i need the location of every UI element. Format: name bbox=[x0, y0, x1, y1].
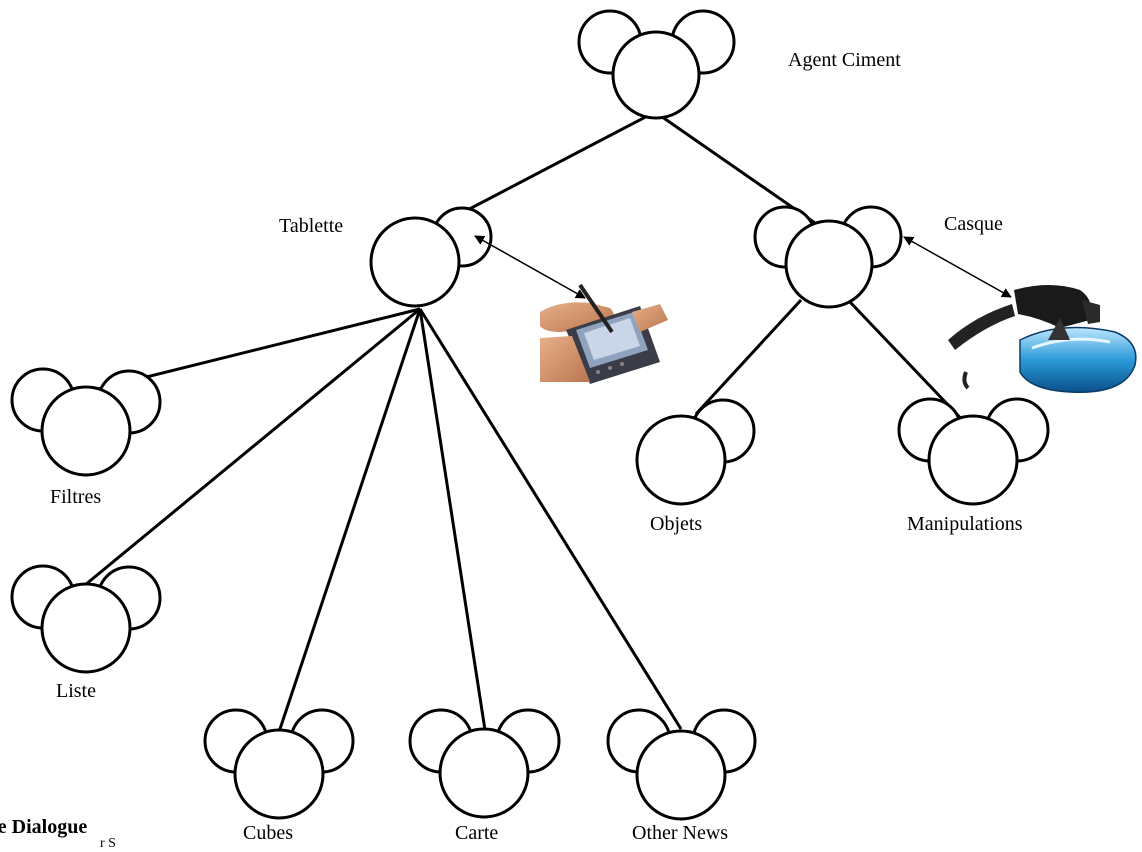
node-tablette bbox=[369, 206, 493, 308]
node-cubes bbox=[203, 708, 355, 820]
label-carte: Carte bbox=[455, 822, 499, 844]
arrow-tablette-device bbox=[474, 235, 586, 299]
label-liste: Liste bbox=[56, 680, 96, 702]
node-other-news bbox=[606, 708, 757, 821]
node-agent-ciment bbox=[577, 9, 736, 120]
node-filtres bbox=[10, 367, 162, 477]
arrow-casque-device bbox=[903, 236, 1012, 298]
node-carte bbox=[408, 708, 561, 819]
label-tablette: Tablette bbox=[279, 215, 344, 237]
edge-tablette-liste bbox=[84, 307, 421, 587]
edge-tablette-carte bbox=[418, 308, 487, 731]
node-objets bbox=[635, 398, 756, 506]
node-manipulations bbox=[897, 397, 1050, 506]
label-objets: Objets bbox=[650, 513, 703, 535]
label-casque: Casque bbox=[944, 213, 1003, 235]
node-liste bbox=[10, 564, 162, 674]
label-cubes: Cubes bbox=[243, 822, 293, 844]
node-casque bbox=[753, 205, 903, 309]
label-other-news: Other News bbox=[632, 822, 729, 844]
tree-edges bbox=[77, 110, 972, 731]
caption-cut: r S bbox=[100, 836, 116, 851]
label-filtres: Filtres bbox=[50, 486, 102, 508]
caption-dialogue: ur de Dialogue bbox=[0, 816, 88, 838]
device-links bbox=[474, 235, 1012, 299]
vr-headset-icon bbox=[948, 285, 1137, 394]
edge-tablette-othernews bbox=[418, 308, 683, 730]
label-agent-ciment: Agent Ciment bbox=[788, 49, 901, 71]
edge-tablette-cubes bbox=[278, 308, 422, 730]
label-manipulations: Manipulations bbox=[907, 513, 1023, 535]
tree-nodes bbox=[10, 9, 1050, 821]
edge-casque-objets bbox=[694, 298, 803, 416]
tablet-device-icon bbox=[540, 283, 668, 384]
